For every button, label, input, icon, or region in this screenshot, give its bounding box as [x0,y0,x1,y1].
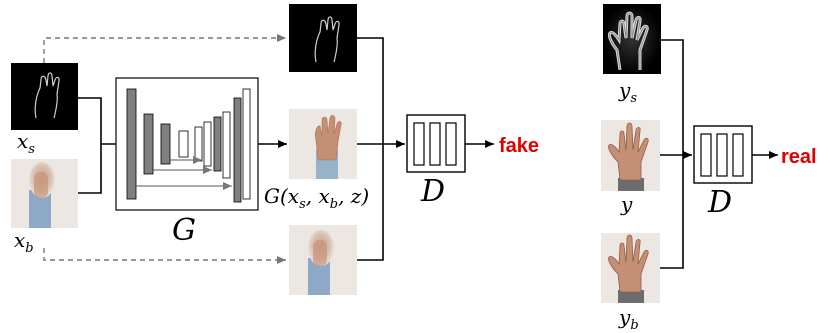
sketch-to-discriminator-line [357,37,384,144]
discriminator-real [693,125,753,184]
discriminator-real-label: D [707,185,732,220]
generated-image [289,109,357,179]
background-to-discriminator-line [357,144,384,261]
sketch-skip-dashed-arrow [43,34,286,63]
discriminator-fake-label: D [420,174,445,209]
bottleneck-layer [178,130,189,158]
decoder-layer-2 [203,121,212,167]
fake-output-label: fake [499,135,539,157]
real-background-label: yb [618,305,639,333]
real-sketch-label: ys [618,78,637,106]
skip-background-image [289,225,357,295]
decoder-layer-1 [194,126,203,162]
real-hand-label: y [620,192,633,216]
decoder-layer-3 [213,116,222,172]
sketch-to-generator-line [78,97,102,144]
background-skip-dashed-arrow [43,248,286,264]
real-background-to-discriminator-line [660,155,684,269]
real-hand-image [601,120,660,191]
background-to-generator-line [78,144,102,194]
input-background-image [11,159,78,228]
decoder-layer-5 [233,97,242,203]
generator-network [115,77,259,211]
decoder-layer-4 [222,111,231,179]
real-sketch-image [603,4,661,74]
generator-label: G [172,213,196,248]
encoder-layer-2 [143,113,154,175]
real-output-label: real [781,146,817,168]
input-background-label: xb [14,228,34,256]
input-sketch-label: xs [17,129,35,157]
sketch-hand-outline [34,72,60,119]
encoder-layer-3 [160,123,171,165]
discriminator-fake [406,114,466,173]
generated-image-label: G(xs, xb, z) [264,184,369,212]
encoder-layer-1 [126,88,137,200]
skip-sketch-image [289,4,357,72]
input-sketch-image [11,63,78,130]
real-background-image [601,233,660,303]
decoder-layer-6 [242,88,251,200]
real-sketch-to-discriminator-line [661,39,684,155]
